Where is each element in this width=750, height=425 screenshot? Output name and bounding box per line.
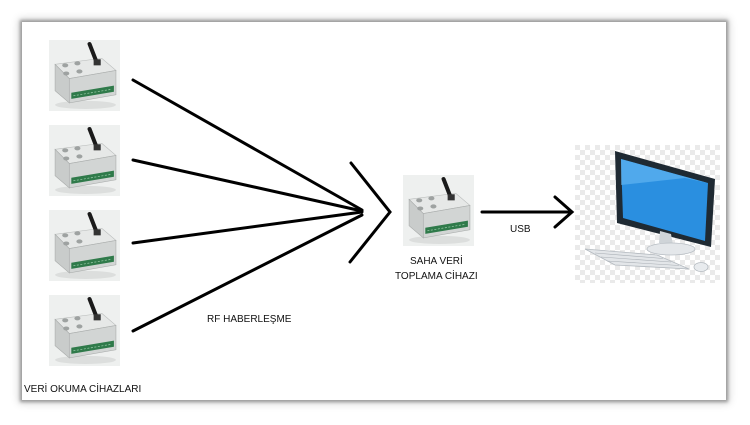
usb-arrowhead [553, 195, 575, 229]
rf-link-4 [131, 213, 364, 333]
rf-communication-label: RF HABERLEŞME [207, 314, 292, 325]
collector-label-line1: SAHA VERİ [410, 256, 463, 267]
rf-link-2 [131, 158, 364, 213]
rf-arrowhead [348, 161, 392, 264]
desktop-computer-icon [575, 145, 720, 283]
rf-link-1 [131, 78, 364, 212]
usb-label: USB [510, 224, 531, 235]
reader-devices-label: VERİ OKUMA CİHAZLARI [24, 384, 142, 395]
rf-link-3 [131, 210, 364, 245]
collector-label-line2: TOPLAMA CİHAZI [395, 271, 478, 282]
